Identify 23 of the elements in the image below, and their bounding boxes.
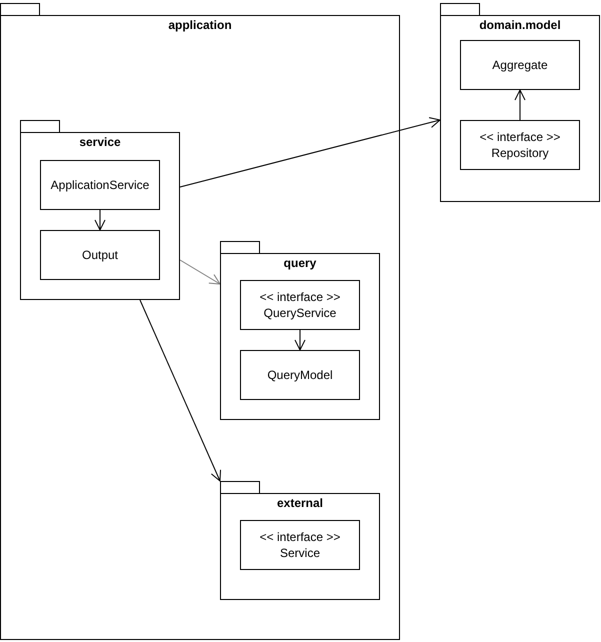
class-box: << interface >> QueryService bbox=[240, 280, 360, 330]
class-box: Output bbox=[40, 230, 160, 280]
package-frame bbox=[220, 241, 380, 420]
package-name: service bbox=[78, 135, 122, 149]
arrow bbox=[514, 90, 526, 120]
arrow bbox=[294, 330, 306, 350]
package-frame bbox=[0, 3, 400, 640]
package-frame bbox=[20, 120, 180, 300]
class-box: << interface >> Repository bbox=[460, 120, 580, 170]
package-frame bbox=[440, 3, 600, 202]
package-frame bbox=[220, 481, 380, 600]
class-box: QueryModel bbox=[240, 350, 360, 400]
arrow bbox=[180, 117, 440, 188]
class-box: ApplicationService bbox=[40, 160, 160, 210]
arrow bbox=[94, 210, 106, 230]
class-box: Aggregate bbox=[460, 40, 580, 90]
package-name: external bbox=[276, 496, 324, 510]
class-box: << interface >> Service bbox=[240, 520, 360, 570]
package-name: query bbox=[282, 256, 318, 270]
package-name: domain.model bbox=[478, 18, 562, 32]
arrow bbox=[180, 260, 220, 284]
arrow bbox=[140, 300, 222, 482]
package-name: application bbox=[167, 18, 233, 32]
